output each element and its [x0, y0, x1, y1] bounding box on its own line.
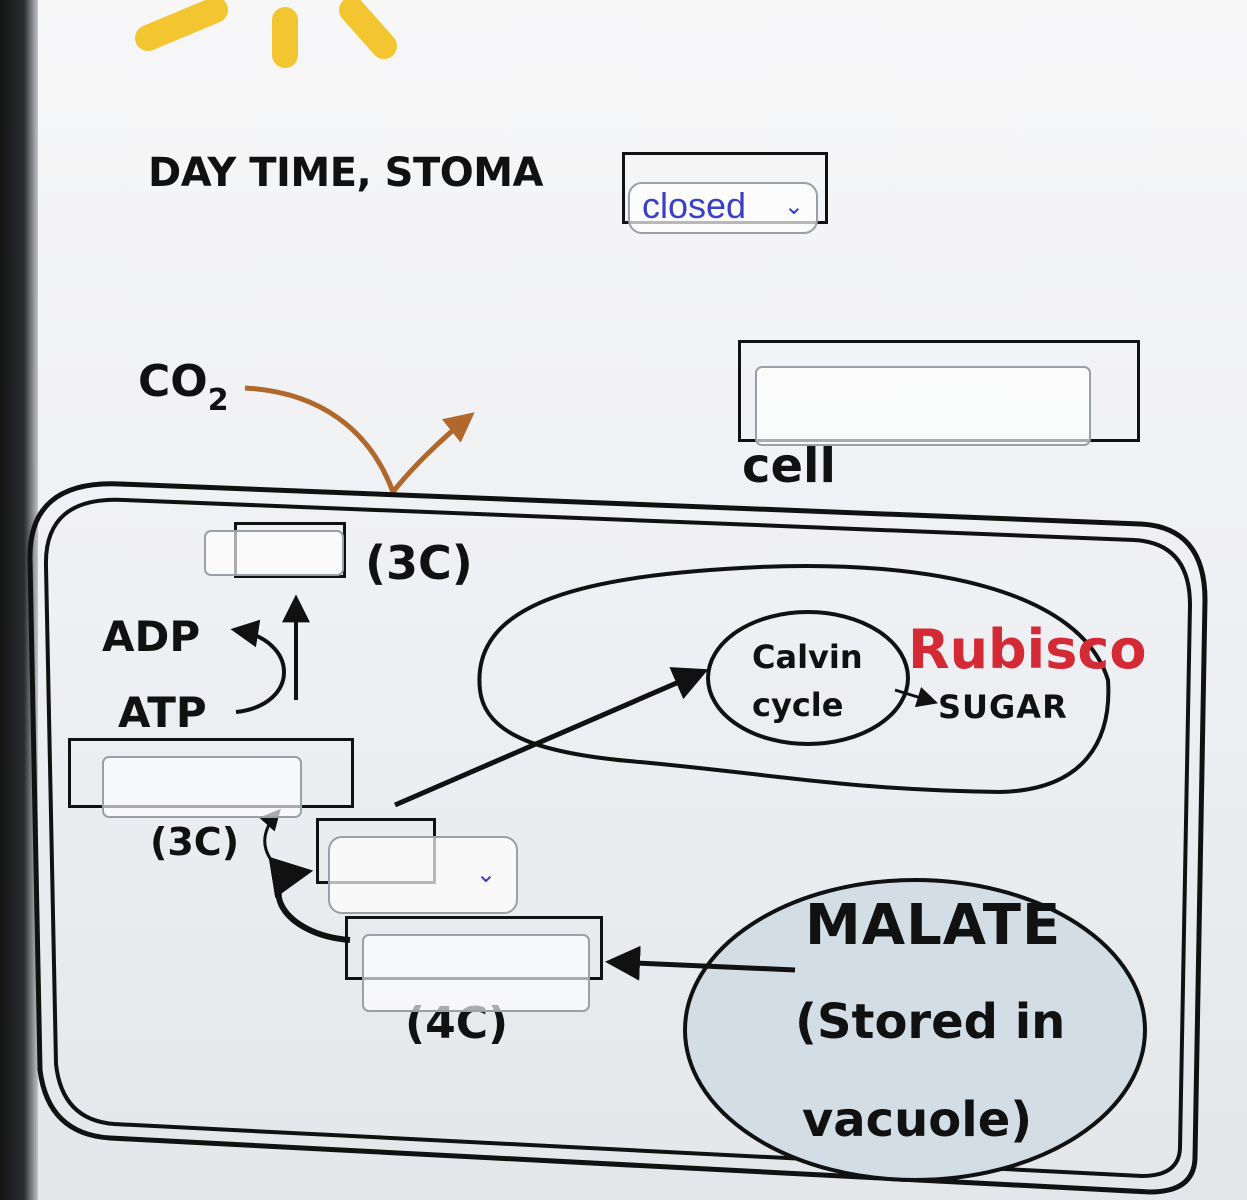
arrow-atp-to-adp [230, 619, 286, 714]
arrow-calvin-to-sugar [894, 687, 939, 708]
sugar-label: SUGAR [938, 688, 1068, 726]
arrow-to-3c-left [258, 808, 282, 872]
cell-wall-outer [27, 481, 1208, 1195]
chevron-down-icon: ⌄ [475, 861, 496, 888]
three-c-top-label: (3C) [365, 536, 473, 590]
chevron-down-icon: ⌄ [783, 193, 804, 220]
co2-entry-arrow [244, 385, 475, 498]
stored-in-label: (Stored in [795, 994, 1066, 1050]
arrow-to-calvin-cycle [394, 667, 709, 808]
atp-label: ATP [118, 688, 207, 737]
three-c-left-label: (3C) [150, 820, 240, 864]
three-c-left-input[interactable] [102, 756, 302, 818]
vacuole [683, 878, 1147, 1182]
co2-label: CO2 [138, 356, 229, 418]
arrow-malate-to-4c [605, 945, 796, 981]
screen-bezel [0, 0, 40, 1200]
stoma-select-value: closed [642, 185, 747, 226]
arrow-4c-to-box [268, 856, 351, 943]
adp-label: ADP [102, 612, 201, 661]
cycle-label: cycle [752, 686, 844, 724]
stoma-select[interactable]: closed ⌄ [628, 182, 818, 234]
sun-rays-icon [135, 0, 397, 68]
rubisco-label: Rubisco [908, 618, 1147, 681]
cell-label: cell [742, 438, 836, 494]
vacuole-label: vacuole) [802, 1092, 1033, 1148]
chloroplast-outline [477, 564, 1111, 795]
middle-select[interactable]: ⌄ [328, 836, 518, 914]
three-c-top-input[interactable] [204, 530, 344, 576]
calvin-cycle-circle [706, 610, 910, 746]
malate-label: MALATE [805, 893, 1062, 958]
cell-wall-inner [43, 497, 1193, 1179]
page-title: DAY TIME, STOMA [148, 150, 544, 196]
cell-answer-input[interactable] [755, 366, 1091, 446]
calvin-label: Calvin [752, 638, 863, 676]
four-c-input[interactable] [362, 934, 590, 1012]
